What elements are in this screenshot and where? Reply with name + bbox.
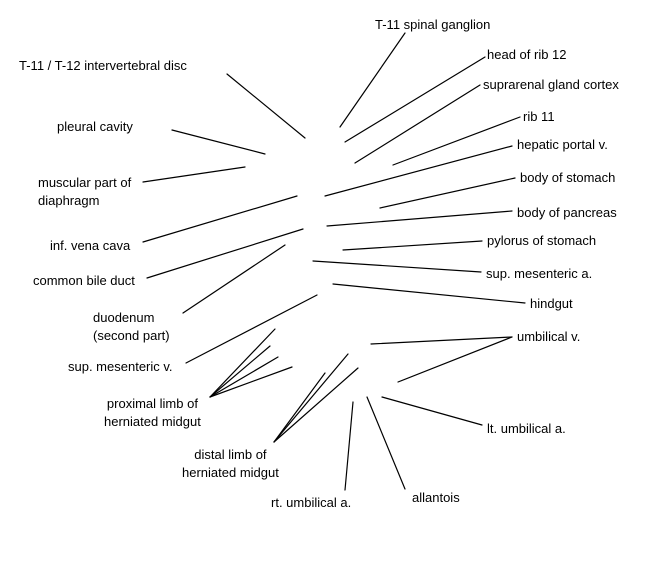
leader-t11-spinal-ganglion [339,32,406,128]
leader-t11-t12-disc [226,73,306,139]
leader-common-bile-duct [146,228,304,279]
label-body-of-pancreas: body of pancreas [517,205,617,220]
leader-rib-11 [392,116,521,166]
label-muscular-part-of-diaphragm: muscular part of diaphragm [38,175,132,208]
label-rib-11: rib 11 [523,109,555,124]
leader-hindgut [332,283,526,304]
label-pleural-cavity: pleural cavity [57,119,133,134]
label-suprarenal-gland-cortex: suprarenal gland cortex [483,77,619,92]
label-body-of-stomach: body of stomach [520,170,616,185]
label-head-of-rib-12: head of rib 12 [487,47,567,62]
label-umbilical-v: umbilical v. [517,329,581,344]
label-pylorus-of-stomach: pylorus of stomach [487,233,597,248]
leader-rt-umbilical-a [344,401,354,491]
leader-body-of-stomach [379,177,516,209]
leader-body-of-pancreas [326,210,513,227]
leader-umbilical-v-2 [397,336,513,383]
label-sup-mesenteric-v: sup. mesenteric v. [68,359,173,374]
leader-sup-mesenteric-a [312,260,482,273]
leader-sup-mesenteric-v [185,294,318,364]
leader-distal-limb-3 [273,367,359,443]
label-allantois: allantois [412,490,460,505]
label-proximal-limb: proximal limb of herniated midgut [104,396,201,429]
leader-allantois [366,396,406,490]
leader-inf-vena-cava [142,195,298,243]
leader-proximal-limb-2 [209,345,271,398]
label-rt-umbilical-a: rt. umbilical a. [271,495,352,510]
leader-head-of-rib-12 [344,56,486,143]
label-lt-umbilical-a: lt. umbilical a. [487,421,566,436]
leader-lt-umbilical-a [381,396,483,426]
label-t11-t12-disc: T-11 / T-12 intervertebral disc [19,58,187,73]
leader-distal-limb-2 [273,353,349,443]
leader-duodenum [182,244,286,314]
label-hepatic-portal-v: hepatic portal v. [517,137,608,152]
label-t11-spinal-ganglion: T-11 spinal ganglion [375,17,491,32]
leader-pleural-cavity [171,129,266,155]
leader-pylorus-of-stomach [342,240,483,251]
leader-distal-limb-1 [273,372,326,443]
label-hindgut: hindgut [530,296,573,311]
label-distal-limb: distal limb of herniated midgut [182,447,279,480]
leader-proximal-limb-3 [209,356,279,398]
leader-proximal-limb-4 [209,366,293,398]
leader-proximal-limb-1 [209,328,276,398]
label-common-bile-duct: common bile duct [33,273,135,288]
label-inf-vena-cava: inf. vena cava [50,238,131,253]
label-duodenum: duodenum (second part) [93,310,170,343]
leader-umbilical-v-1 [370,336,513,345]
leader-hepatic-portal-v [324,145,513,197]
label-sup-mesenteric-a: sup. mesenteric a. [486,266,593,281]
leader-muscular-diaphragm [142,166,246,183]
leader-suprarenal-gland-cortex [354,84,481,164]
